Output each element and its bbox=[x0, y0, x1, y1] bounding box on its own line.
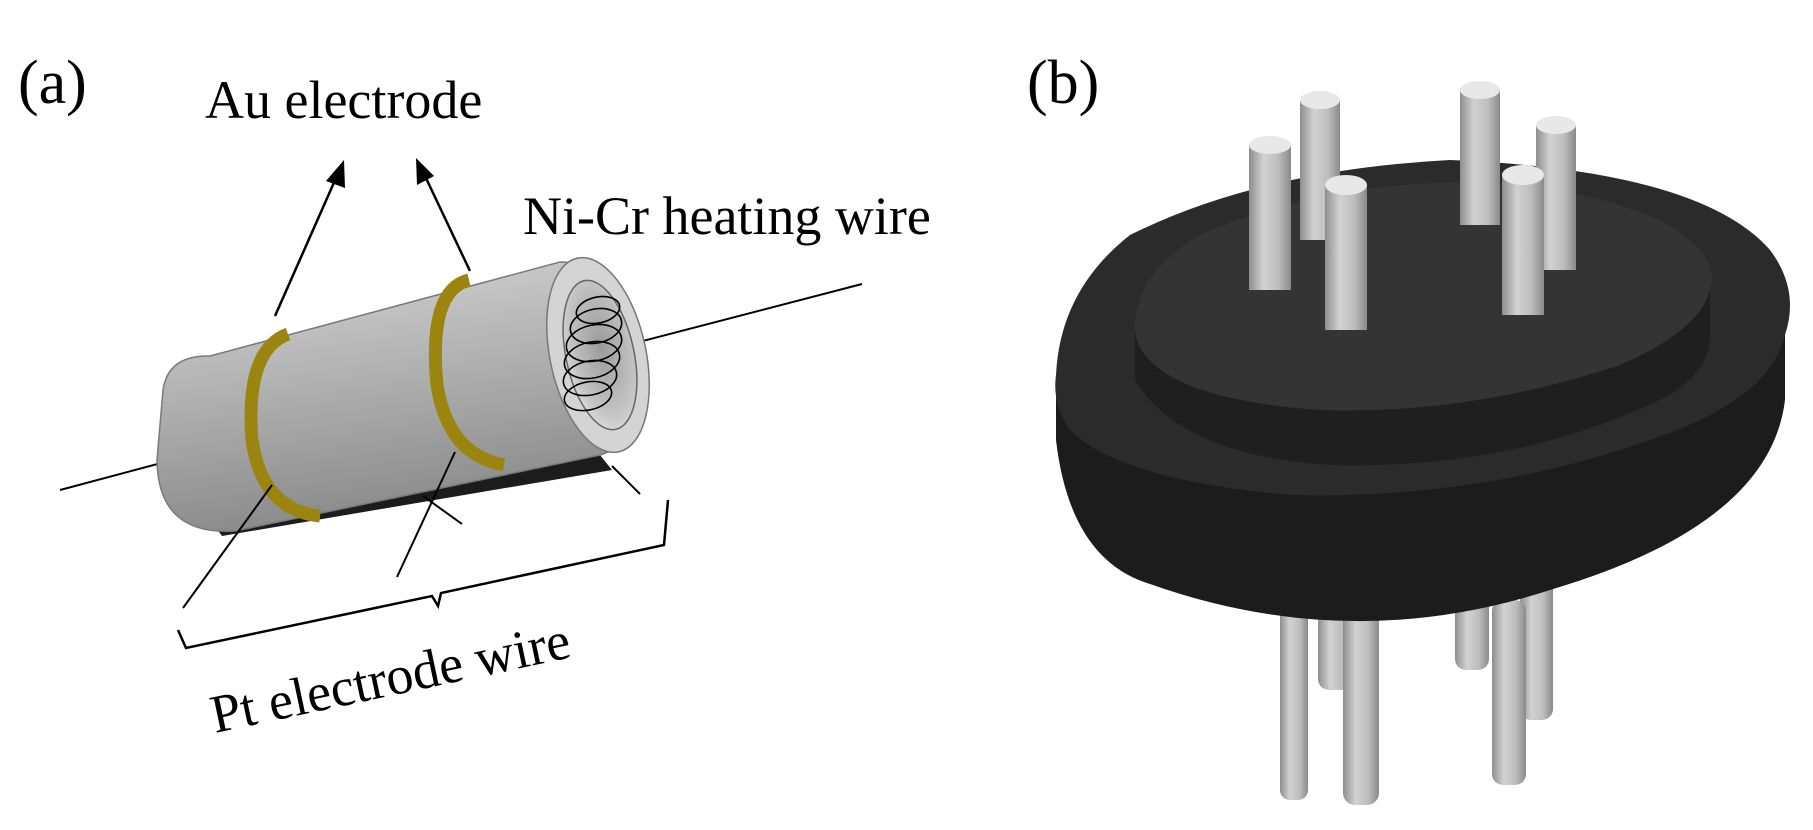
bottom-pin bbox=[1280, 590, 1308, 800]
pt-wire-4 bbox=[611, 465, 641, 495]
to-header-base bbox=[1055, 160, 1790, 622]
top-pin bbox=[1325, 175, 1367, 330]
au-electrode-arrows bbox=[273, 158, 472, 317]
pt-electrode-bracket bbox=[176, 499, 670, 650]
top-pins bbox=[1249, 81, 1576, 330]
au-arrowhead-right bbox=[416, 158, 434, 185]
pt-wire-2 bbox=[422, 495, 463, 525]
panel-a: (a) Au electrode Ni-Cr heating wire bbox=[18, 49, 931, 745]
bottom-pin bbox=[1520, 575, 1553, 720]
tube-bore bbox=[562, 279, 638, 431]
pt-wire-3 bbox=[396, 451, 456, 578]
panel-b: (b) bbox=[1027, 49, 1790, 805]
au-band-right bbox=[428, 273, 506, 472]
au-electrode-label: Au electrode bbox=[205, 70, 482, 130]
ni-cr-wire-right-end bbox=[611, 283, 863, 350]
au-arrow-right bbox=[423, 175, 472, 272]
ni-cr-wire-label: Ni-Cr heating wire bbox=[523, 186, 931, 246]
bottom-pins bbox=[1280, 560, 1553, 805]
alumina-tube bbox=[156, 256, 651, 536]
au-arrowhead-left bbox=[326, 160, 345, 188]
pt-wire-1 bbox=[182, 484, 273, 609]
heater-coil bbox=[562, 295, 623, 412]
top-pin bbox=[1249, 136, 1291, 290]
top-pin bbox=[1502, 165, 1544, 315]
panel-b-label: (b) bbox=[1027, 49, 1099, 117]
au-band-left bbox=[244, 327, 321, 523]
pt-electrode-wire-label: Pt electrode wire bbox=[205, 610, 575, 745]
bottom-pin bbox=[1492, 600, 1526, 785]
pt-electrode-wires bbox=[182, 451, 641, 609]
panel-a-label: (a) bbox=[18, 49, 87, 117]
bottom-pin bbox=[1343, 600, 1379, 805]
au-electrode-bands bbox=[244, 273, 506, 523]
top-pin bbox=[1460, 81, 1500, 225]
au-arrow-left bbox=[273, 177, 338, 317]
